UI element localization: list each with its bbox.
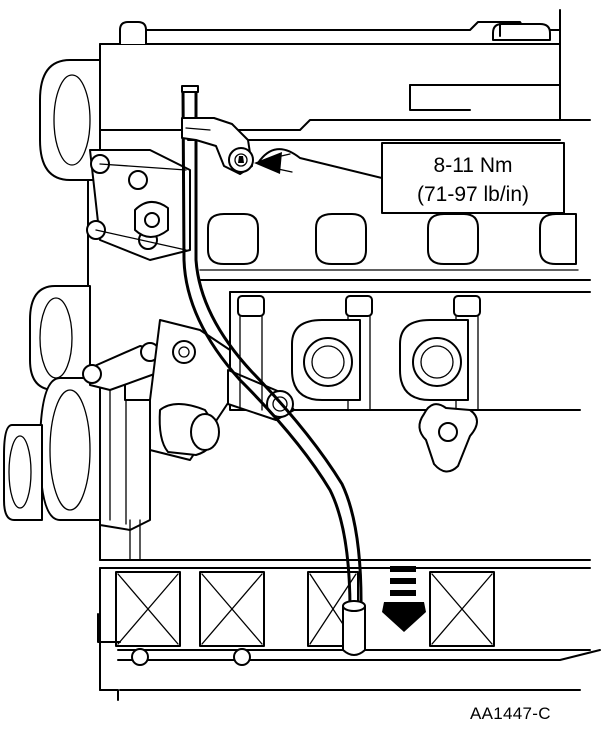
torque-value-lbin: (71-97 lb/in) (417, 183, 529, 206)
dipstick-tube (181, 85, 366, 656)
water-outlet-housing (149, 319, 295, 461)
accessory-bracket (82, 149, 191, 391)
figure-id: AA1447-C (470, 704, 551, 723)
timing-cover-pulleys (3, 21, 159, 561)
oil-pan-ribs (115, 571, 495, 666)
intake-ports (199, 213, 579, 271)
torque-leader-arrow (254, 148, 383, 179)
down-arrow-icon (382, 566, 426, 632)
oil-filler-cap (492, 23, 551, 41)
torque-callout: 8-11 Nm (71-97 lb/in) (381, 142, 565, 214)
torque-value-nm: 8-11 Nm (434, 154, 513, 177)
bracket-bolt (228, 147, 254, 173)
cylinder-head-bosses (237, 295, 481, 473)
